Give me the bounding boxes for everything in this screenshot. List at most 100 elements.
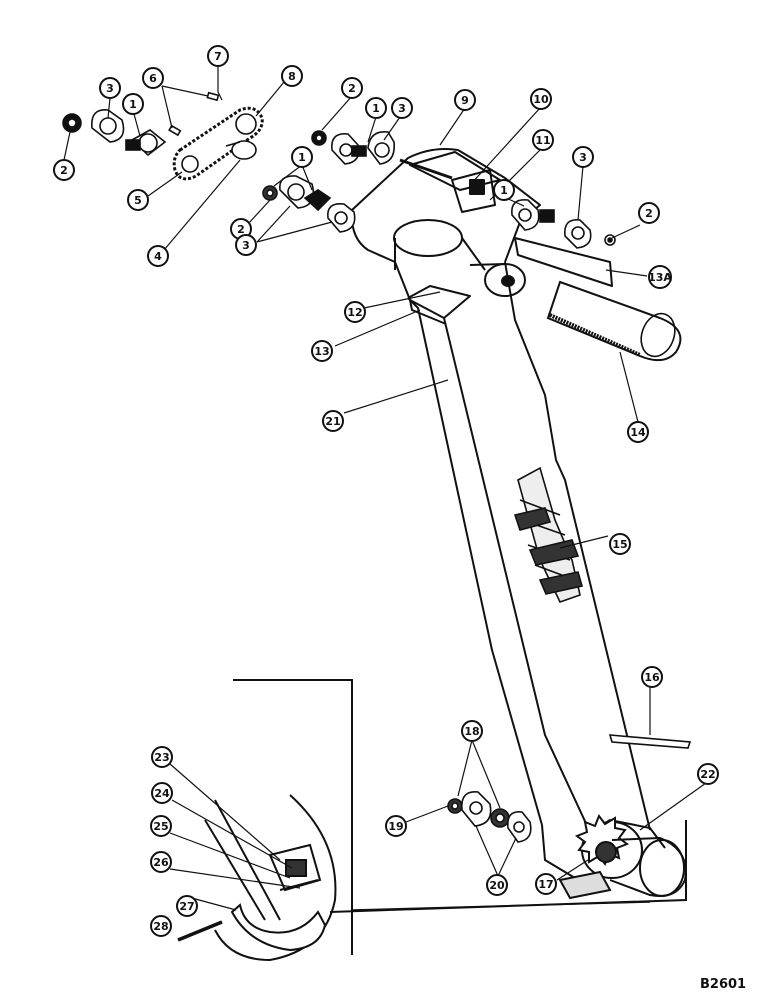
callout-9: 9 bbox=[454, 89, 476, 111]
callout-13: 13 bbox=[311, 340, 333, 362]
callout-number: 9 bbox=[461, 94, 469, 107]
callout-bubble bbox=[150, 851, 172, 873]
callout-15: 15 bbox=[609, 533, 631, 555]
detail-inset bbox=[177, 679, 353, 962]
callout-17: 17 bbox=[535, 873, 557, 895]
callout-2b: 2 bbox=[341, 77, 363, 99]
detail-leader-frame bbox=[329, 820, 687, 913]
callout-number: 5 bbox=[134, 194, 142, 207]
callout-11: 11 bbox=[532, 129, 554, 151]
callout-bubble bbox=[291, 146, 313, 168]
callout-27: 27 bbox=[176, 895, 198, 917]
callout-number: 3 bbox=[242, 239, 250, 252]
callout-bubble bbox=[207, 45, 229, 67]
callout-1c: 1 bbox=[291, 146, 313, 168]
callout-number: 20 bbox=[489, 879, 505, 892]
callout-3c: 3 bbox=[235, 234, 257, 256]
callout-bubble bbox=[341, 77, 363, 99]
callout-number: 2 bbox=[645, 207, 653, 220]
exploded-drive-parts bbox=[62, 91, 692, 843]
callout-bubble bbox=[151, 746, 173, 768]
callout-28: 28 bbox=[150, 915, 172, 937]
callout-number: 17 bbox=[538, 878, 553, 891]
callout-24: 24 bbox=[151, 782, 173, 804]
callout-14: 14 bbox=[627, 421, 649, 443]
elevator-housing bbox=[350, 148, 651, 879]
callout-number: 7 bbox=[214, 50, 222, 63]
callout-bubble bbox=[281, 65, 303, 87]
callout-bubble bbox=[150, 815, 172, 837]
callout-number: 19 bbox=[388, 820, 403, 833]
callout-13a: 13A bbox=[648, 265, 672, 289]
callout-number: 18 bbox=[464, 725, 479, 738]
callout-bubble bbox=[530, 88, 552, 110]
callout-bubble bbox=[486, 874, 508, 896]
callout-number: 26 bbox=[153, 856, 169, 869]
leader-lines bbox=[63, 64, 707, 911]
callout-23: 23 bbox=[151, 746, 173, 768]
callout-1d: 1 bbox=[493, 179, 515, 201]
bottom-drive-assembly bbox=[558, 813, 687, 900]
callout-number: 3 bbox=[106, 82, 114, 95]
callout-bubble bbox=[122, 93, 144, 115]
callout-bubble bbox=[176, 895, 198, 917]
callout-2d: 2 bbox=[638, 202, 660, 224]
callout-1a: 1 bbox=[122, 93, 144, 115]
callout-number: 13A bbox=[648, 271, 672, 284]
reference-code: B2601 bbox=[700, 977, 746, 992]
callout-22: 22 bbox=[697, 763, 719, 785]
callout-bubble bbox=[147, 245, 169, 267]
callout-number: 13 bbox=[314, 345, 329, 358]
callout-number: 12 bbox=[347, 306, 362, 319]
callout-number: 1 bbox=[500, 184, 508, 197]
callout-bubble bbox=[99, 77, 121, 99]
callout-bubble bbox=[572, 146, 594, 168]
callout-bubble bbox=[385, 815, 407, 837]
callout-number: 25 bbox=[153, 820, 168, 833]
callout-number: 2 bbox=[237, 223, 245, 236]
callout-number: 6 bbox=[149, 72, 157, 85]
callout-20: 20 bbox=[486, 874, 508, 896]
callout-12: 12 bbox=[344, 301, 366, 323]
callout-number: 1 bbox=[298, 151, 306, 164]
callout-number: 14 bbox=[630, 426, 646, 439]
callout-7: 7 bbox=[207, 45, 229, 67]
callout-bubble bbox=[638, 202, 660, 224]
callout-number: 22 bbox=[700, 768, 715, 781]
callout-bubble bbox=[627, 421, 649, 443]
callout-bubble bbox=[641, 666, 663, 688]
callout-bubble bbox=[493, 179, 515, 201]
callout-bubble bbox=[648, 265, 672, 289]
callout-bubble bbox=[461, 720, 483, 742]
callout-bubble bbox=[365, 97, 387, 119]
callout-10: 10 bbox=[530, 88, 552, 110]
callout-3b: 3 bbox=[391, 97, 413, 119]
callout-2a: 2 bbox=[53, 159, 75, 181]
callout-number: 4 bbox=[154, 250, 162, 263]
callout-bubble bbox=[142, 67, 164, 89]
callout-number: 16 bbox=[644, 671, 660, 684]
callout-bubble bbox=[311, 340, 333, 362]
callout-bubble bbox=[532, 129, 554, 151]
callout-1b: 1 bbox=[365, 97, 387, 119]
callout-25: 25 bbox=[150, 815, 172, 837]
callout-bubble bbox=[235, 234, 257, 256]
callout-bubble bbox=[344, 301, 366, 323]
callout-bubble bbox=[53, 159, 75, 181]
callout-bubble bbox=[391, 97, 413, 119]
callout-19: 19 bbox=[385, 815, 407, 837]
callout-26: 26 bbox=[150, 851, 172, 873]
callout-bubble bbox=[150, 915, 172, 937]
callout-bubble bbox=[322, 410, 344, 432]
callout-bubble bbox=[535, 873, 557, 895]
callout-number: 1 bbox=[129, 98, 137, 111]
callout-4: 4 bbox=[147, 245, 169, 267]
callout-number: 23 bbox=[154, 751, 169, 764]
callout-bubble bbox=[454, 89, 476, 111]
paddle-cutaway bbox=[513, 466, 584, 603]
callout-bubble bbox=[127, 189, 149, 211]
callout-number: 2 bbox=[348, 82, 356, 95]
